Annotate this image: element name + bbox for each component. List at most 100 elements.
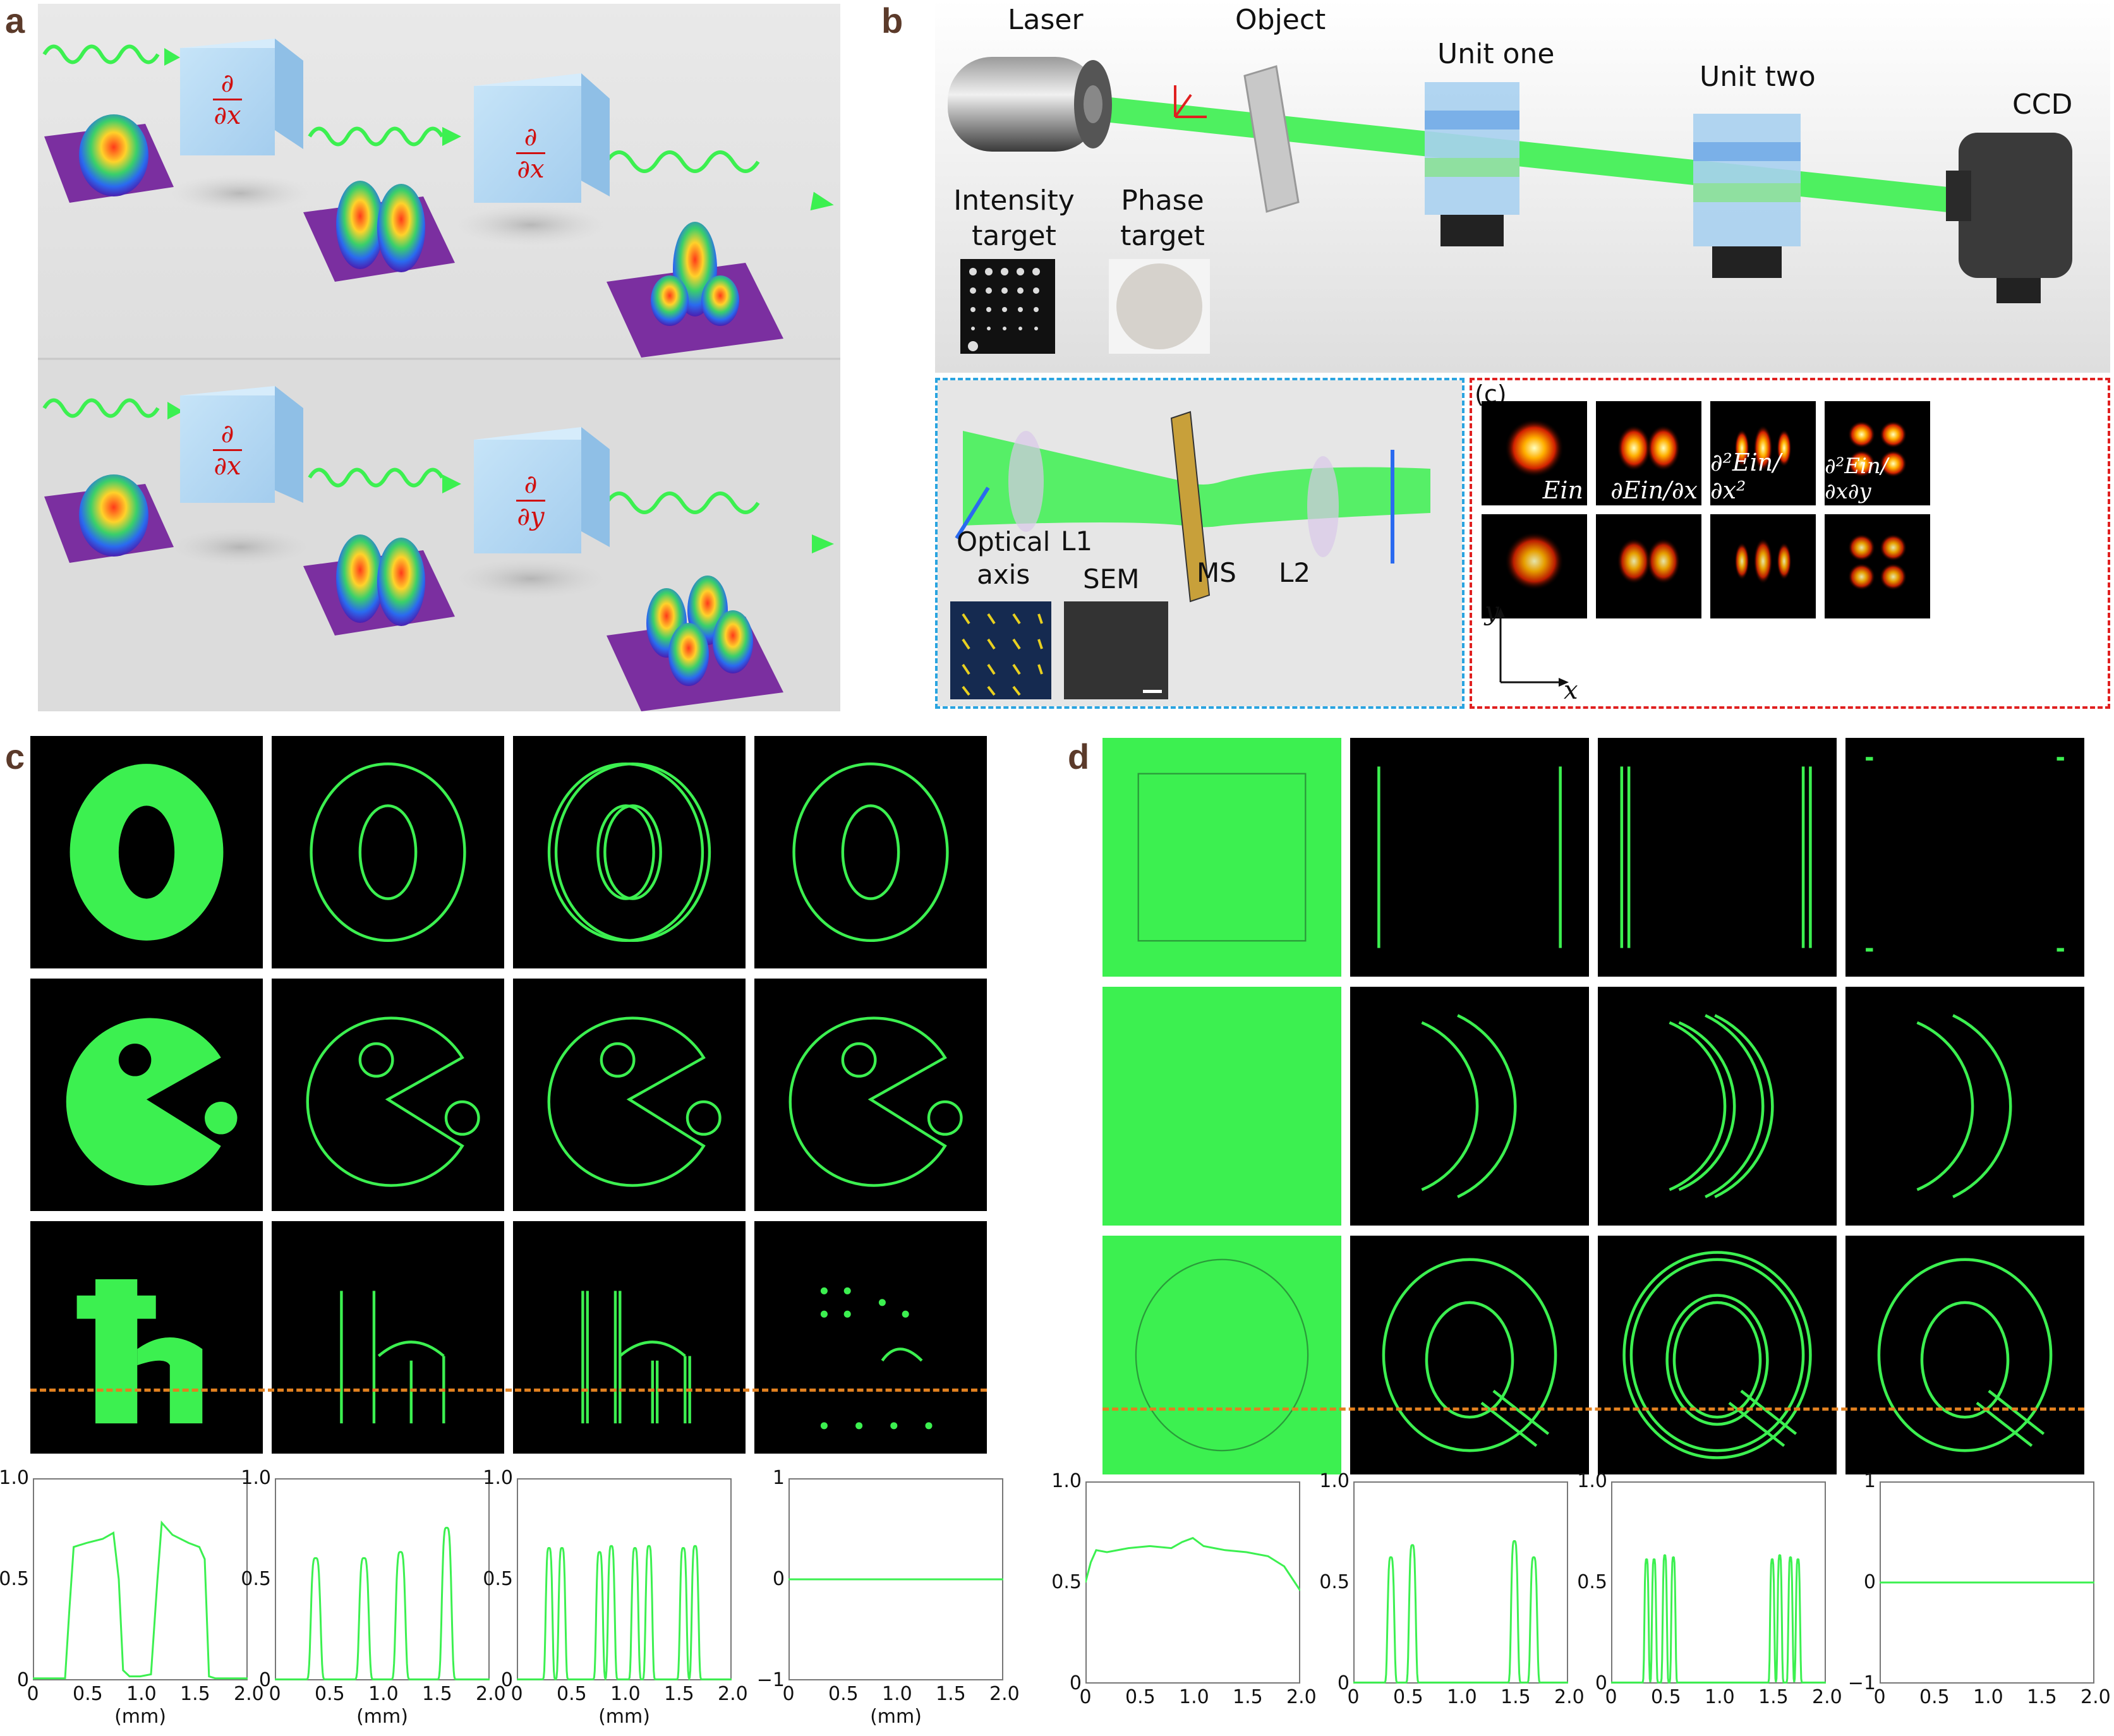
inset-profile-tile <box>1710 514 1816 618</box>
x-tick-label: 0.5 <box>1651 1686 1681 1708</box>
image-tile <box>1102 1236 1341 1474</box>
inset-axis-x: x <box>1564 676 1578 705</box>
inset-tile-label: Ein <box>1542 476 1583 504</box>
x-tick-label: 1.5 <box>1758 1686 1789 1708</box>
inset-profile-tile <box>1825 514 1930 618</box>
x-axis-label: (mm) <box>870 1706 922 1728</box>
op-top-2-numerator: ∂ <box>524 123 538 152</box>
y-tick-label: 0 <box>1069 1672 1082 1694</box>
y-tick-label: −1 <box>1847 1672 1876 1694</box>
x-tick-label: 1.0 <box>126 1683 157 1705</box>
inset-profile-image <box>1504 532 1564 591</box>
label-intensity-target-line1: Intensity <box>953 184 1075 217</box>
plot-area <box>1611 1481 1826 1684</box>
x-tick-label: 1.0 <box>1179 1686 1209 1708</box>
line-profile-chart <box>788 1478 1003 1680</box>
x-tick-label: 2.0 <box>1554 1686 1585 1708</box>
x-tick-label: 2.0 <box>1286 1686 1317 1708</box>
panel-label-d: d <box>1068 737 1090 776</box>
profile-series-line <box>275 1526 490 1680</box>
setup-illustration <box>935 0 2110 373</box>
x-tick-label: 2.0 <box>2081 1686 2111 1708</box>
label-l2: L2 <box>1279 557 1311 588</box>
profile-cut-line <box>30 1388 987 1392</box>
plot-area <box>275 1478 490 1680</box>
image-tile <box>30 979 263 1211</box>
x-tick-label: 1.5 <box>1501 1686 1531 1708</box>
label-optical-axis: Optical axis <box>957 526 1050 591</box>
x-tick-label: 0.5 <box>557 1683 587 1705</box>
y-tick-label: 0 <box>258 1669 271 1691</box>
x-tick-label: 0 <box>782 1683 795 1705</box>
line-profile-chart <box>517 1478 732 1682</box>
label-ms: MS <box>1197 557 1236 588</box>
panel-image <box>1877 1258 2053 1452</box>
x-tick-label: 0 <box>1605 1686 1617 1708</box>
panel-label-b: b <box>881 1 903 40</box>
panel-image <box>1620 766 1812 948</box>
x-tick-label: 0 <box>1873 1686 1886 1708</box>
plot-area <box>788 1478 1003 1680</box>
profile-cut-line <box>1102 1407 2084 1411</box>
image-tile <box>1350 1236 1589 1474</box>
derivative-inset: (c) <box>1470 378 2110 709</box>
inset-profile-image <box>1734 538 1792 584</box>
inset-profile-image <box>1847 534 1907 591</box>
op-bot-1: ∂ ∂x <box>180 420 275 480</box>
image-tile <box>272 1221 504 1454</box>
inset-tile-label: ∂²Ein/∂x² <box>1710 449 1782 504</box>
x-tick-label: 2.0 <box>1812 1686 1842 1708</box>
image-tile <box>513 979 746 1211</box>
x-tick-label: 0.5 <box>315 1683 345 1705</box>
line-profile-chart <box>33 1478 248 1680</box>
y-tick-label: 0 <box>500 1669 513 1691</box>
image-tile <box>1598 1236 1837 1474</box>
x-tick-label: 0 <box>510 1683 523 1705</box>
inset-profile-tile: ∂Ein/∂x <box>1596 401 1701 505</box>
image-tile <box>513 736 746 968</box>
image-tile <box>272 736 504 968</box>
x-tick-label: 0 <box>1347 1686 1360 1708</box>
op-bot-2-denominator: ∂y <box>517 502 545 531</box>
image-tile <box>30 736 263 968</box>
op-bot-2-numerator: ∂ <box>524 470 538 499</box>
x-tick-label: 1.0 <box>368 1683 399 1705</box>
label-unit-two: Unit two <box>1700 61 1816 93</box>
x-tick-label: 1.0 <box>1705 1686 1735 1708</box>
metasurface-inset: Optical axis L1 MS L2 SEM <box>935 378 1465 709</box>
y-tick-label: 1.0 <box>241 1467 271 1489</box>
inset-profile-image <box>1734 425 1792 471</box>
plot-frame <box>275 1478 490 1680</box>
inset-axis-arrows <box>1496 608 1569 687</box>
label-phase-target-line1: Phase <box>1121 184 1204 217</box>
x-tick-label: 0 <box>269 1683 281 1705</box>
x-tick-label: 1.5 <box>1233 1686 1263 1708</box>
y-tick-label: 0.5 <box>1577 1571 1607 1593</box>
image-tile <box>1845 1236 2084 1474</box>
image-tile <box>1845 987 2084 1226</box>
profile-series-line <box>1611 1554 1826 1684</box>
op-top-2: ∂ ∂x <box>480 123 581 183</box>
y-tick-label: 0.5 <box>1051 1571 1082 1593</box>
y-tick-label: 0 <box>16 1669 29 1691</box>
x-tick-label: 2.0 <box>989 1683 1020 1705</box>
panel-image <box>788 1016 963 1187</box>
image-tile <box>30 1221 263 1454</box>
image-tile <box>1845 738 2084 977</box>
image-tile <box>272 979 504 1211</box>
x-tick-label: 0.5 <box>828 1683 859 1705</box>
inset-tile-label: ∂²Ein/∂x∂y <box>1825 454 1888 504</box>
panel-image <box>1102 738 1341 977</box>
panel-image <box>76 1279 203 1424</box>
panel-image <box>1916 1014 2012 1198</box>
y-tick-label: 1.0 <box>483 1467 513 1489</box>
panel-a-figure <box>38 4 840 711</box>
profile-series-line <box>1084 1536 1302 1591</box>
inset-profile-image <box>1504 419 1564 478</box>
x-tick-label: 1.0 <box>882 1683 912 1705</box>
image-tile <box>1102 738 1341 977</box>
panel-image <box>340 1291 445 1424</box>
x-axis-label: (mm) <box>356 1706 408 1728</box>
inset-profile-tile: ∂²Ein/∂x² <box>1710 401 1816 505</box>
inset-profile-tile <box>1596 514 1701 618</box>
